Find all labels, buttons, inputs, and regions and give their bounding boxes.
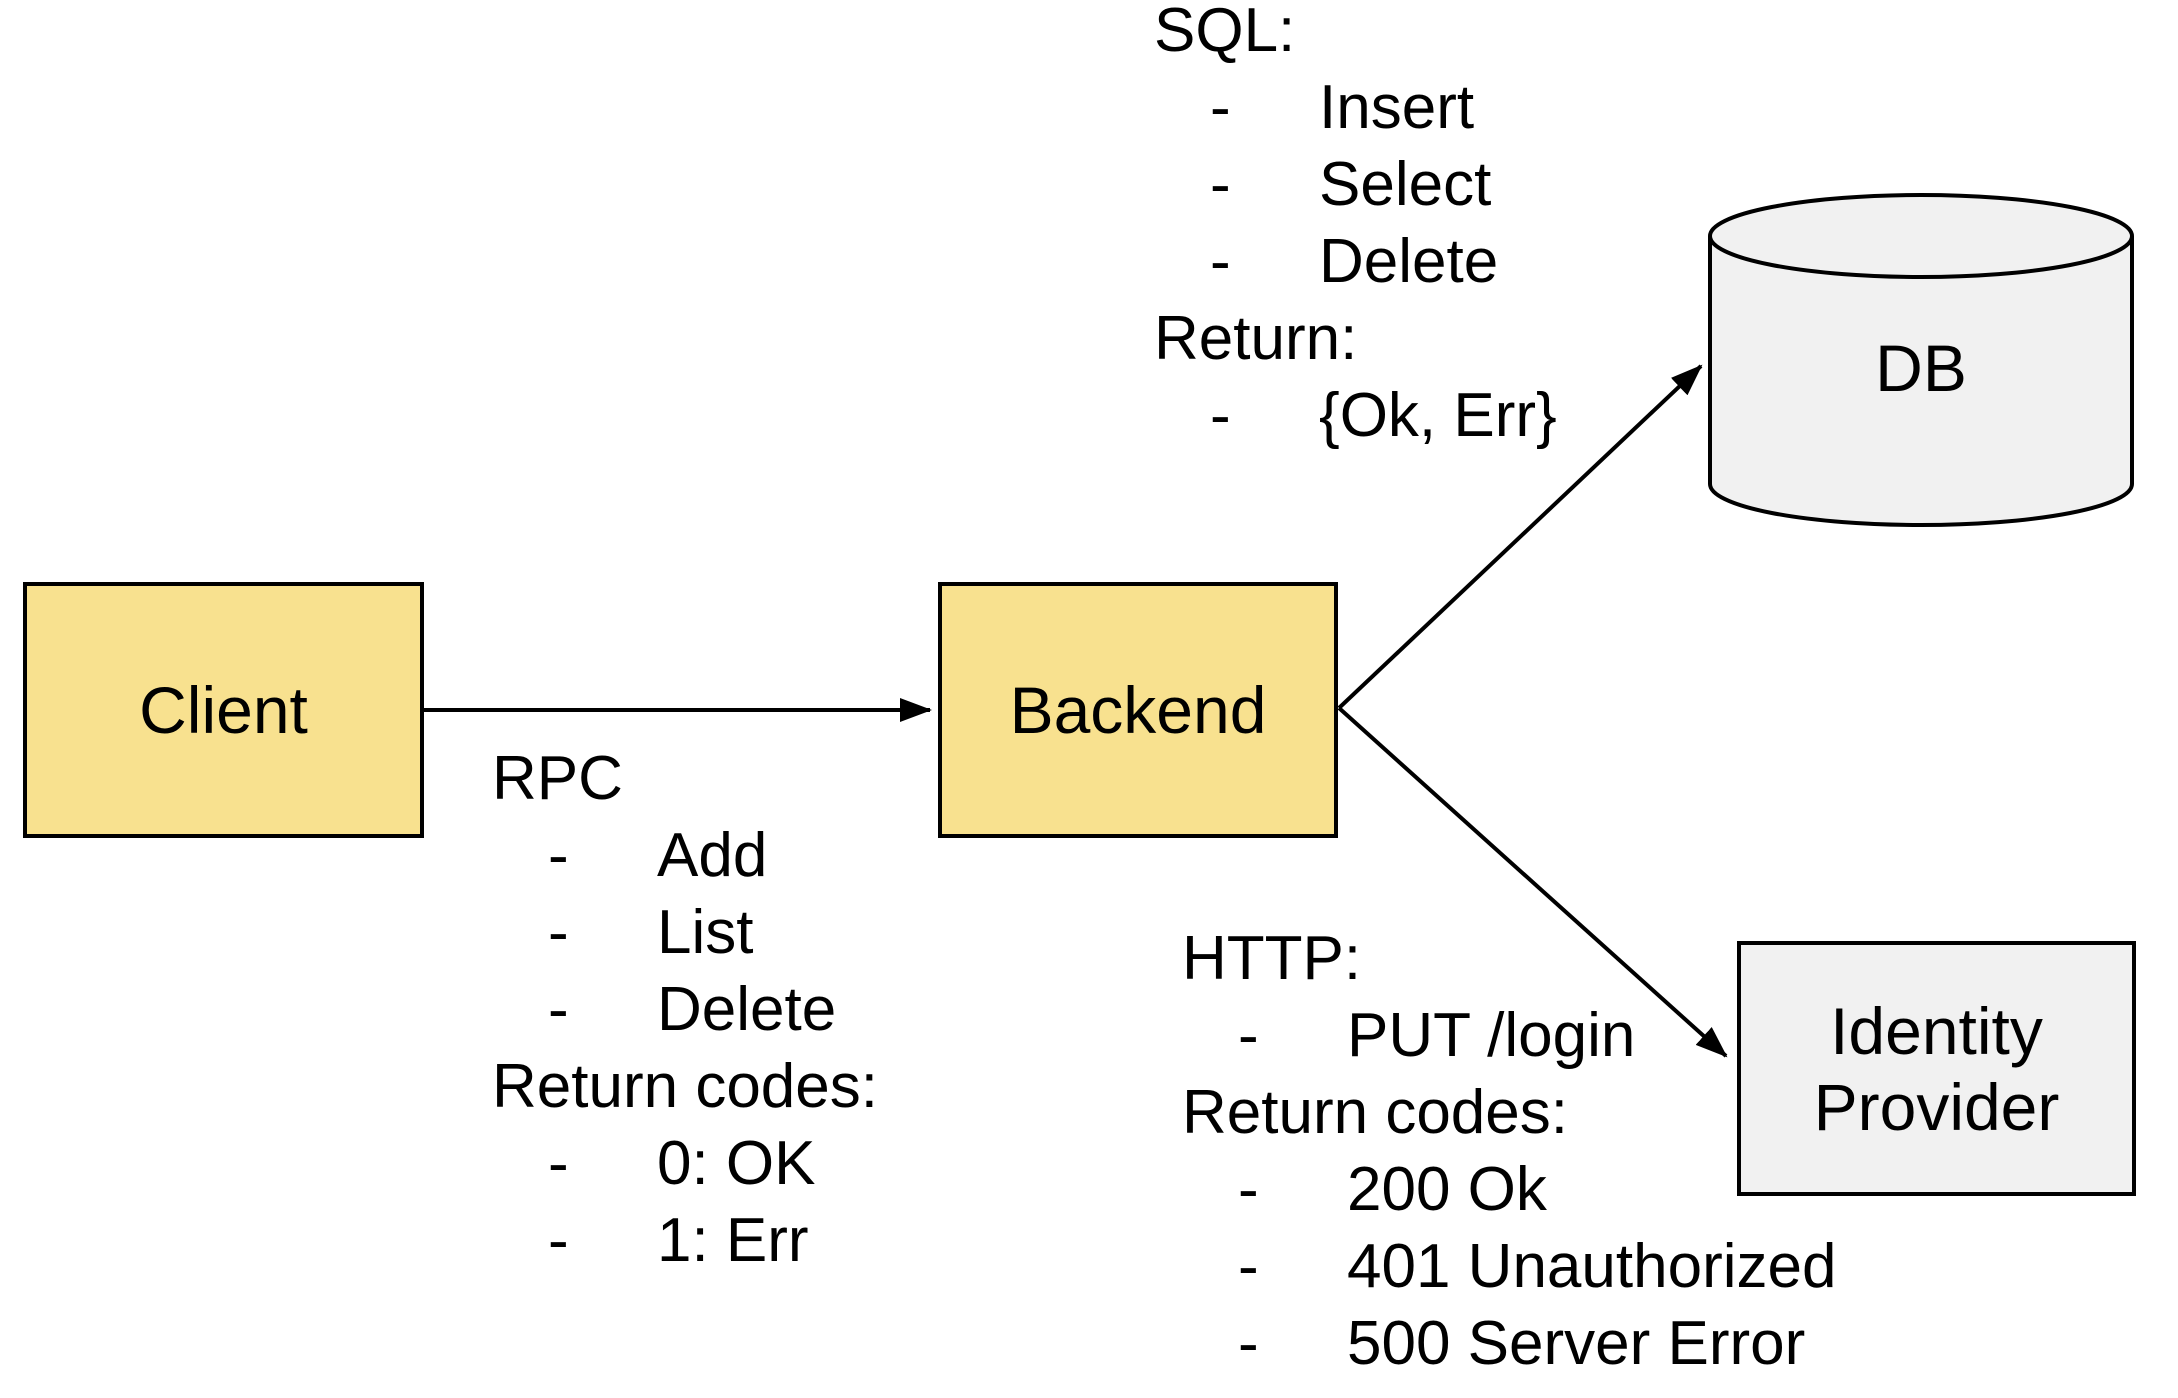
node-identity-provider-label: Identity Provider (1813, 993, 2060, 1144)
annotation-text: 200 Ok (1347, 1155, 1547, 1224)
annotation-text: Select (1319, 150, 1492, 219)
annotation-sql: SQL: - Insert - Select - Delete Return: - {O… (1154, 0, 1557, 454)
db-cylinder-top (1708, 193, 2134, 279)
bullet-dash: - (1238, 1309, 1259, 1378)
annotation-line: - Add (492, 817, 878, 894)
annotation-text: Return codes: (1182, 1078, 1568, 1147)
annotation-text: Delete (657, 975, 837, 1044)
node-db-label: DB (1710, 330, 2132, 407)
bullet-dash: - (1238, 1001, 1259, 1070)
annotation-text: Return codes: (492, 1052, 878, 1121)
node-client-label: Client (139, 673, 308, 747)
annotation-http: HTTP: -PUT /login Return codes: -200 Ok … (1182, 920, 1836, 1382)
annotation-line: HTTP: (1182, 920, 1836, 997)
annotation-line: - List (492, 894, 878, 971)
bullet-dash: - (1210, 150, 1231, 219)
arrow-backend-to-identity-provider (1337, 706, 1728, 1058)
annotation-line: Return codes: (492, 1048, 878, 1125)
annotation-text: List (657, 898, 754, 967)
annotation-text: 401 Unauthorized (1347, 1232, 1837, 1301)
bullet-dash: - (548, 821, 569, 890)
bullet-dash: - (1238, 1155, 1259, 1224)
annotation-line: - PUT /login (1182, 997, 1836, 1074)
bullet-dash: - (1210, 381, 1231, 450)
node-backend: Backend (938, 582, 1338, 838)
annotation-text: Add (657, 821, 768, 890)
annotation-line: SQL: (1154, 0, 1557, 69)
database-cylinder (1708, 193, 2134, 527)
bullet-dash: - (548, 898, 569, 967)
annotation-text: 1: Err (657, 1206, 809, 1275)
annotation-line: - 200 Ok (1182, 1151, 1836, 1228)
annotation-line: - {Ok, Err} (1154, 377, 1557, 454)
db-label-text: DB (1875, 331, 1967, 405)
db-cylinder-body (1708, 236, 2134, 527)
annotation-line: Return codes: (1182, 1074, 1836, 1151)
bullet-dash: - (548, 975, 569, 1044)
annotation-line: - Insert (1154, 69, 1557, 146)
annotation-text: Insert (1319, 73, 1475, 142)
annotation-line: - Delete (492, 971, 878, 1048)
annotation-text: PUT /login (1347, 1001, 1636, 1070)
annotation-text: HTTP: (1182, 924, 1362, 993)
node-backend-label: Backend (1009, 673, 1267, 747)
node-client: Client (23, 582, 424, 838)
annotation-text: 500 Server Error (1347, 1309, 1806, 1378)
bullet-dash: - (548, 1206, 569, 1275)
annotation-line: - 401 Unauthorized (1182, 1228, 1836, 1305)
bullet-dash: - (1210, 227, 1231, 296)
bullet-dash: - (548, 1129, 569, 1198)
annotation-line: RPC (492, 740, 878, 817)
annotation-line: - Delete (1154, 223, 1557, 300)
annotation-text: RPC (492, 744, 623, 813)
annotation-text: {Ok, Err} (1319, 381, 1557, 450)
annotation-text: SQL: (1154, 0, 1296, 65)
arrow-backend-to-db (1337, 364, 1703, 710)
annotation-line: - Select (1154, 146, 1557, 223)
annotation-rpc: RPC - Add - List - Delete Return codes: - 0:… (492, 740, 878, 1279)
annotation-line: - 1: Err (492, 1202, 878, 1279)
annotation-line: - 500 Server Error (1182, 1305, 1836, 1382)
bullet-dash: - (1238, 1232, 1259, 1301)
annotation-text: 0: OK (657, 1129, 816, 1198)
annotation-text: Return: (1154, 304, 1358, 373)
bullet-dash: - (1210, 73, 1231, 142)
annotation-line: - 0: OK (492, 1125, 878, 1202)
annotation-text: Delete (1319, 227, 1499, 296)
node-identity-provider: Identity Provider (1737, 941, 2136, 1196)
annotation-line: Return: (1154, 300, 1557, 377)
